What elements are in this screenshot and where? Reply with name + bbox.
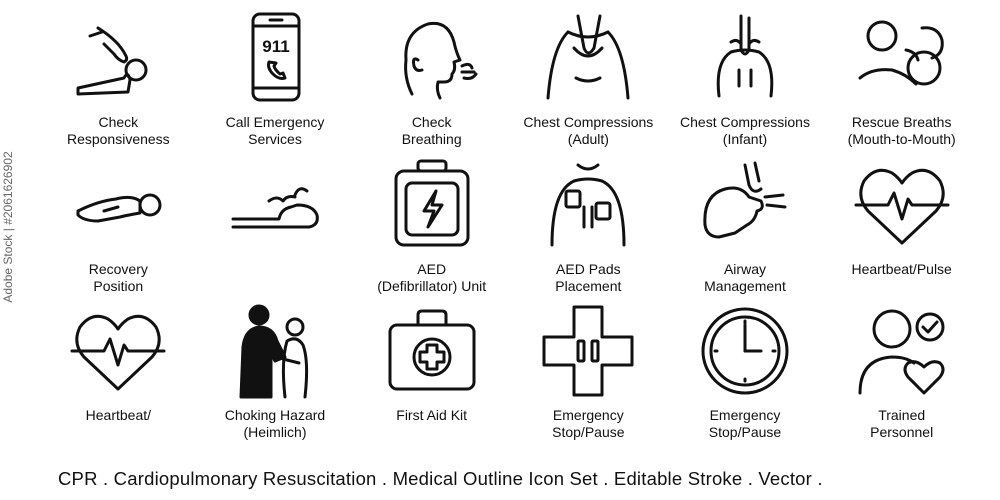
icon-label: Emergency Stop/Pause (552, 407, 625, 441)
chest-compression-infant-icon (695, 8, 795, 108)
icon-cell: Heartbeat/Pulse (823, 155, 980, 302)
icon-label: Check Breathing (401, 114, 462, 147)
icon-label: Chest Compressions (Infant) (680, 114, 810, 147)
icon-label: AED Pads Placement (555, 260, 622, 294)
icon-label: Chest Compressions (Adult) (523, 114, 654, 147)
icon-label: Check Responsiveness (66, 114, 170, 147)
aed-unit-icon (382, 155, 482, 255)
icon-cell: Check Responsiveness (40, 8, 197, 155)
icon-cell (197, 155, 354, 302)
icon-cell: Chest Compressions (Infant) (667, 8, 824, 155)
recovery-position-icon (68, 155, 168, 255)
cross-pause-icon (538, 301, 638, 401)
icon-label: Choking Hazard (Heimlich) (224, 407, 326, 441)
aed-pads-icon (538, 155, 638, 255)
footer-caption: CPR . Cardiopulmonary Resuscitation . Me… (58, 468, 823, 489)
breathing-head-icon (382, 8, 482, 108)
trained-person-icon (852, 301, 952, 401)
icon-grid: Check Responsiveness 911 Call Emergency … (40, 8, 980, 448)
icon-cell: 911 Call Emergency Services (197, 8, 354, 155)
heartbeat-icon (852, 155, 952, 255)
icon-cell: First Aid Kit (353, 301, 510, 448)
icon-label: First Aid Kit (396, 407, 468, 424)
airway-icon (695, 155, 795, 255)
icon-cell: Chest Compressions (Adult) (510, 8, 667, 155)
icon-label: Call Emergency Services (225, 114, 325, 147)
icon-label: Airway Management (704, 260, 786, 294)
icon-cell: Choking Hazard (Heimlich) (197, 301, 354, 448)
phone-number-text: 911 (262, 37, 289, 56)
clock-icon (695, 301, 795, 401)
icon-label: Trained Personnel (870, 407, 934, 441)
rescue-breath-icon (852, 8, 952, 108)
icon-cell: AED (Defibrillator) Unit (353, 155, 510, 302)
first-aid-kit-icon (382, 301, 482, 401)
icon-cell: Emergency Stop/Pause (667, 301, 824, 448)
side-watermark: Adobe Stock | #2061626902 (1, 151, 15, 303)
icon-cell: Rescue Breaths (Mouth-to-Mouth) (823, 8, 980, 155)
icon-cell: Trained Personnel (823, 301, 980, 448)
phone-911-icon: 911 (225, 8, 325, 108)
icon-cell: Recovery Position (40, 155, 197, 302)
tap-shoulder-icon (68, 8, 168, 108)
icon-cell: Heartbeat/ (40, 301, 197, 448)
icon-cell: Airway Management (667, 155, 824, 302)
icon-label: Recovery Position (88, 260, 148, 294)
lying-person-icon (225, 155, 325, 255)
icon-label: AED (Defibrillator) Unit (377, 260, 487, 294)
chest-compression-adult-icon (538, 8, 638, 108)
heimlich-icon (225, 301, 325, 401)
icon-cell: AED Pads Placement (510, 155, 667, 302)
icon-label: Emergency Stop/Pause (708, 407, 782, 441)
icon-label: Heartbeat/ (85, 407, 152, 424)
icon-cell: Check Breathing (353, 8, 510, 155)
icon-cell: Emergency Stop/Pause (510, 301, 667, 448)
heartbeat-icon (68, 301, 168, 401)
icon-label: Heartbeat/Pulse (851, 260, 952, 277)
icon-label: Rescue Breaths (Mouth-to-Mouth) (847, 114, 956, 147)
